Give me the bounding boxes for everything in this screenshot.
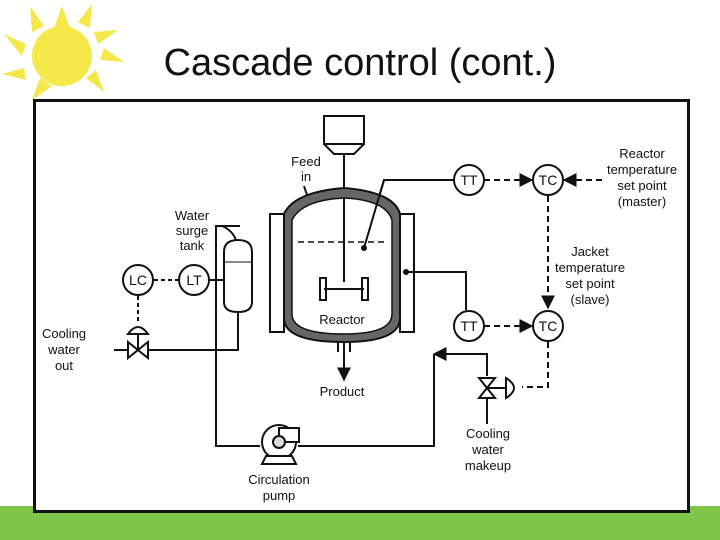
svg-text:in: in: [301, 169, 311, 184]
lt-bubble: [178, 264, 210, 296]
svg-text:(slave): (slave): [570, 292, 609, 307]
cooling-water-out-valve: [126, 326, 150, 361]
tt-bottom-line: [406, 271, 467, 310]
svg-text:(master): (master): [618, 194, 666, 209]
svg-text:Cooling: Cooling: [42, 326, 86, 341]
tt-bottom-probe: [403, 269, 409, 275]
circulation-pump-label: Circulation pump: [248, 472, 309, 503]
lt-label: LT: [186, 272, 202, 288]
reactor-setpoint-label: Reactor temperature set point (master): [607, 146, 677, 209]
feed-hopper: [323, 115, 365, 155]
svg-text:water: water: [47, 342, 80, 357]
svg-text:Reactor: Reactor: [619, 146, 665, 161]
surge-tank: [223, 238, 253, 314]
feed-label: Feed in: [291, 154, 321, 184]
lc-label: LC: [129, 272, 147, 288]
lc-bubble: [122, 264, 154, 296]
tc-bottom-label: TC: [539, 318, 558, 334]
svg-text:makeup: makeup: [465, 458, 511, 473]
tt-top-bubble: [453, 164, 485, 196]
circulation-pump: [260, 424, 300, 465]
svg-text:tank: tank: [180, 238, 205, 253]
tt-top-label: TT: [460, 172, 478, 188]
tt-bottom-label: TT: [460, 318, 478, 334]
makeup-to-jacket: [432, 347, 488, 376]
svg-text:surge: surge: [176, 223, 209, 238]
cooling-water-makeup-label: Cooling water makeup: [465, 426, 511, 473]
recirculation-line: [298, 354, 435, 447]
svg-text:Feed: Feed: [291, 154, 321, 169]
sun-decoration: [2, 4, 124, 100]
process-diagram: TT TC TT TC LC LT Feed in Water surge ta…: [42, 115, 677, 503]
signal-tc-valve: [522, 342, 549, 388]
makeup-valve: [476, 376, 515, 400]
svg-text:set point: set point: [617, 178, 667, 193]
jacket-left-plate: [269, 213, 285, 333]
tank-to-outlet: [148, 312, 239, 351]
slide-title: Cascade control (cont.): [163, 42, 557, 84]
svg-text:Water: Water: [175, 208, 210, 223]
svg-text:temperature: temperature: [555, 260, 625, 275]
tt-top-probe: [361, 245, 367, 251]
tc-top-label: TC: [539, 172, 558, 188]
svg-text:Jacket: Jacket: [571, 244, 609, 259]
surge-tank-pointer: [221, 225, 237, 241]
svg-text:water: water: [471, 442, 504, 457]
tt-bottom-bubble: [453, 310, 485, 342]
svg-text:pump: pump: [263, 488, 296, 503]
svg-text:out: out: [55, 358, 73, 373]
svg-text:Circulation: Circulation: [248, 472, 309, 487]
cascade-control-diagram: TT TC TT TC LC LT Feed in Water surge ta…: [33, 99, 690, 513]
water-surge-tank-label: Water surge tank: [175, 208, 210, 253]
reactor-label: Reactor: [319, 312, 365, 327]
tc-top-bubble: [532, 164, 564, 196]
svg-text:set point: set point: [565, 276, 615, 291]
svg-text:temperature: temperature: [607, 162, 677, 177]
pump-to-tank: [215, 225, 260, 447]
cooling-water-out-label: Cooling water out: [42, 326, 86, 373]
jacket-setpoint-label: Jacket temperature set point (slave): [555, 244, 625, 307]
svg-text:Cooling: Cooling: [466, 426, 510, 441]
product-label: Product: [320, 384, 365, 399]
tc-bottom-bubble: [532, 310, 564, 342]
